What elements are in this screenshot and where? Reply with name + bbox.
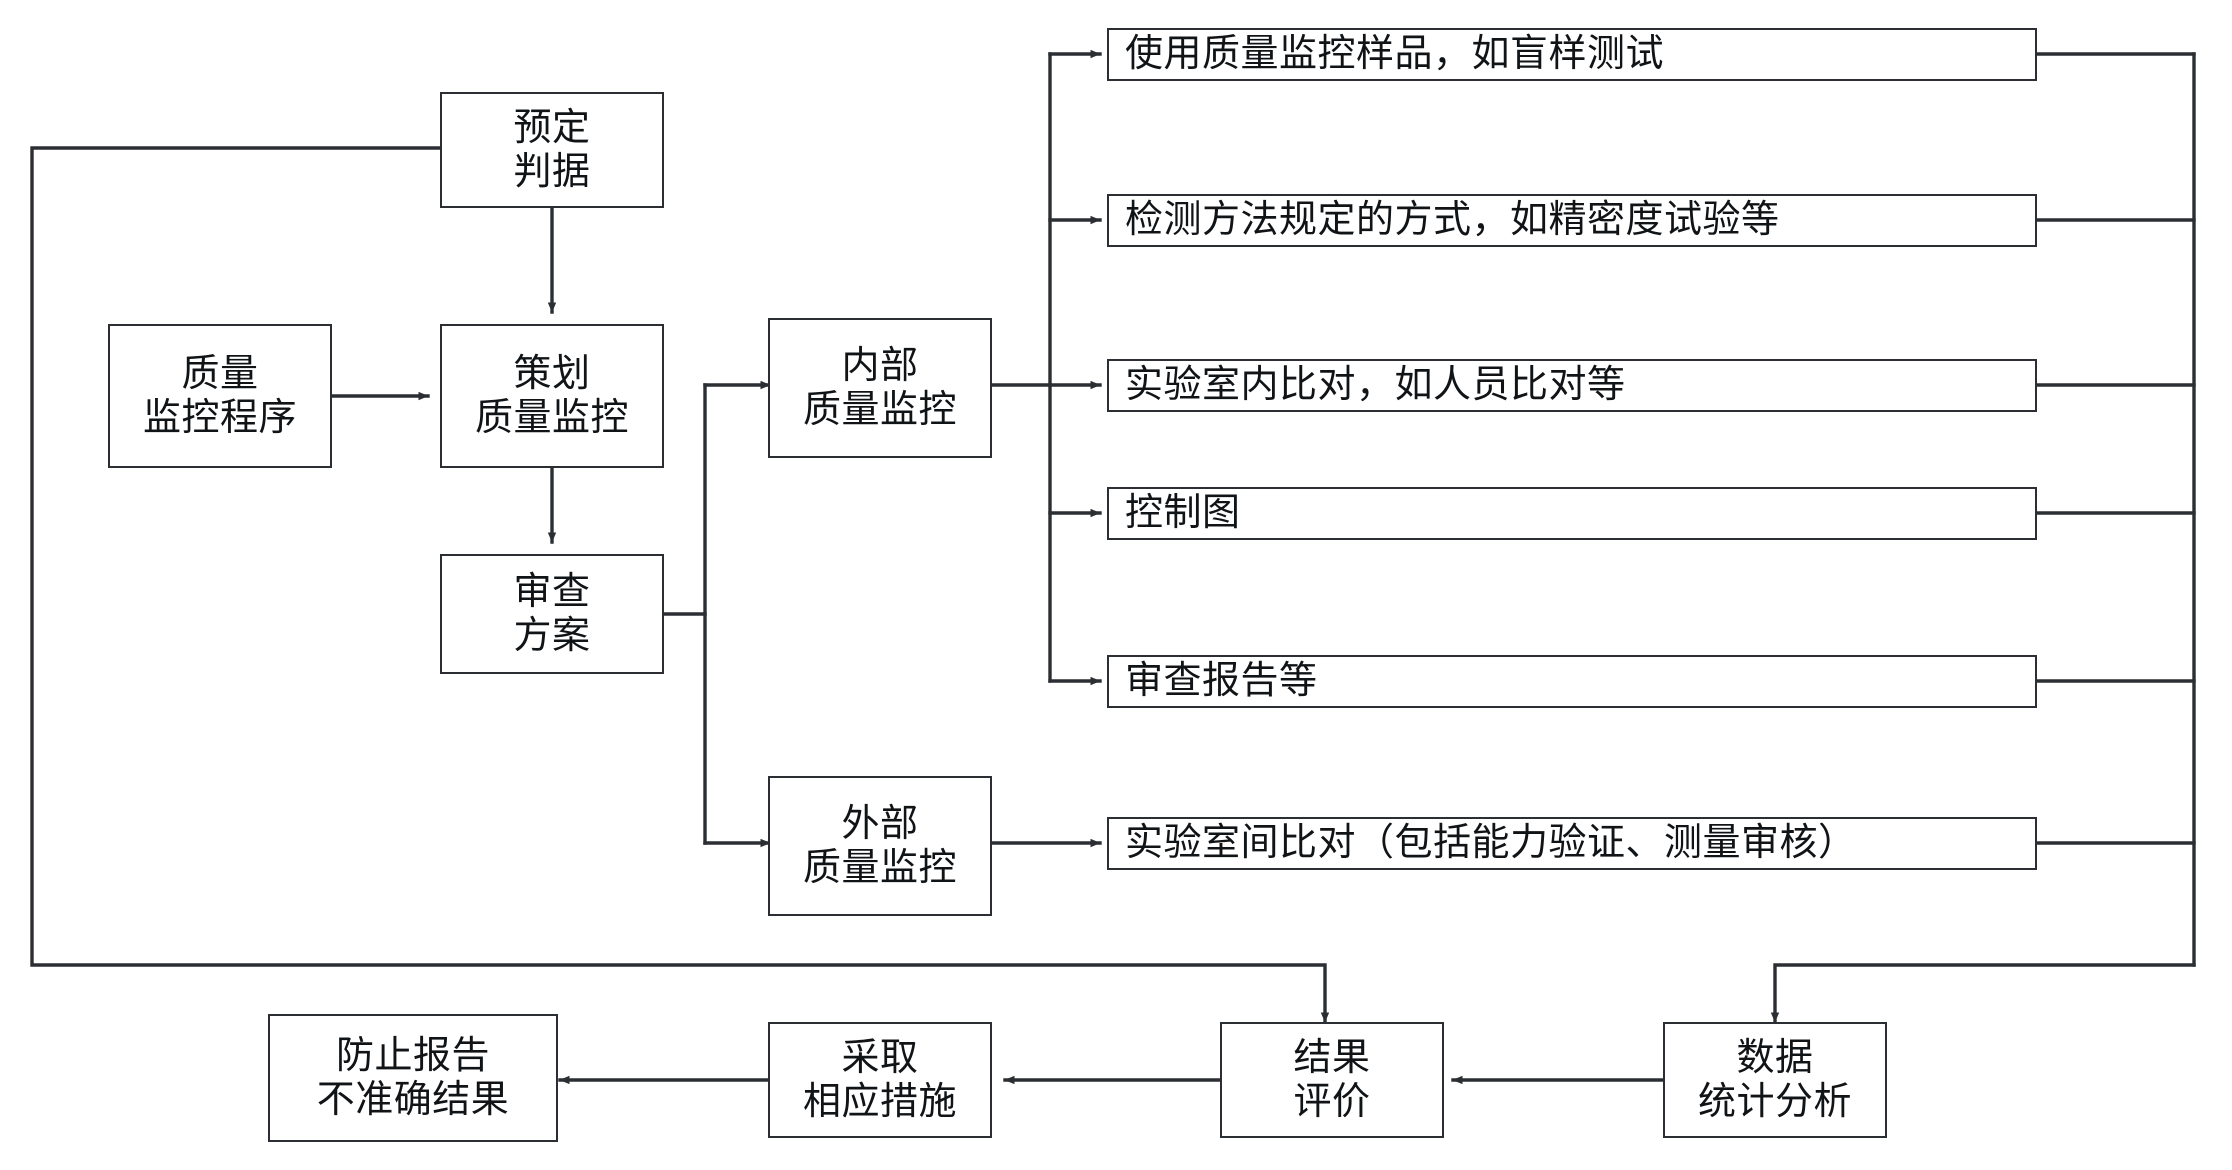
node-label-line1: 审查 [513,570,591,613]
node-method-quality-control-sample[interactable]: 使用质量监控样品，如盲样测试 [1107,28,2037,81]
node-method-interlab-comparison[interactable]: 实验室间比对（包括能力验证、测量审核） [1107,817,2037,870]
node-label-line2: 质量监控 [802,389,957,431]
node-quality-control-procedure[interactable]: 质量 监控程序 [108,324,332,468]
node-label-line2: 不准确结果 [316,1079,510,1121]
node-label-line1: 数据 [1736,1036,1814,1079]
node-take-measures[interactable]: 采取 相应措施 [768,1022,992,1138]
node-label-line2: 判据 [513,151,591,193]
node-label-line2: 评价 [1293,1081,1371,1123]
node-label-line1: 外部 [841,802,919,845]
node-method-control-chart[interactable]: 控制图 [1107,487,2037,540]
node-label-line2: 质量监控 [802,847,957,889]
node-label-line1: 控制图 [1125,492,1241,535]
node-external-quality-control[interactable]: 外部 质量监控 [768,776,992,916]
node-label-line1: 实验室间比对（包括能力验证、测量审核） [1125,822,1857,865]
node-label-line1: 检测方法规定的方式，如精密度试验等 [1125,199,1780,242]
node-label-line1: 采取 [841,1036,919,1079]
node-label-line1: 预定 [513,106,591,149]
node-plan-quality-control[interactable]: 策划 质量监控 [440,324,664,468]
node-label-line1: 审查报告等 [1125,660,1318,703]
node-data-statistics[interactable]: 数据 统计分析 [1663,1022,1887,1138]
node-predefined-criteria[interactable]: 预定 判据 [440,92,664,208]
node-result-evaluation[interactable]: 结果 评价 [1220,1022,1444,1138]
node-label-line1: 使用质量监控样品，如盲样测试 [1125,33,1665,76]
node-method-test-method-prescribed[interactable]: 检测方法规定的方式，如精密度试验等 [1107,194,2037,247]
node-method-review-report[interactable]: 审查报告等 [1107,655,2037,708]
node-label-line1: 实验室内比对，如人员比对等 [1125,364,1626,407]
node-label-line2: 统计分析 [1697,1081,1852,1123]
edge-bus-to-data [1770,963,2196,1024]
node-label-line2: 方案 [513,615,591,657]
edge-criteria-feedback-loop [30,146,1330,1024]
node-label-line1: 内部 [841,344,919,387]
node-label-line1: 结果 [1293,1036,1371,1079]
node-label-line1: 策划 [513,352,591,395]
node-prevent-report[interactable]: 防止报告 不准确结果 [268,1014,558,1142]
node-method-intralab-comparison[interactable]: 实验室内比对，如人员比对等 [1107,359,2037,412]
node-label-line1: 质量 [181,352,259,395]
node-review-plan[interactable]: 审查 方案 [440,554,664,674]
node-label-line1: 防止报告 [335,1034,490,1077]
node-label-line2: 相应措施 [802,1081,957,1123]
node-label-line2: 监控程序 [142,397,297,439]
node-label-line2: 质量监控 [474,397,629,439]
node-internal-quality-control[interactable]: 内部 质量监控 [768,318,992,458]
